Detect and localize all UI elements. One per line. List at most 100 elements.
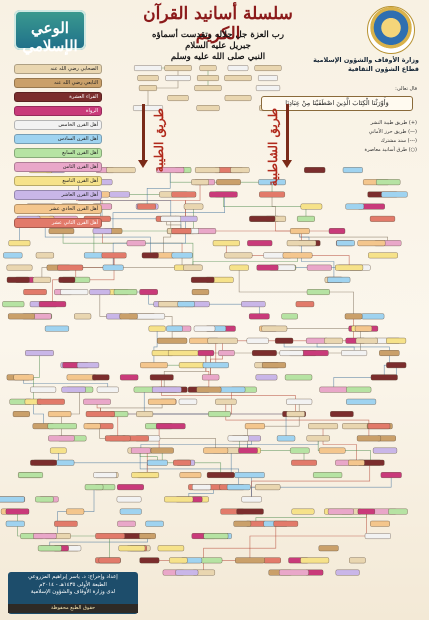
subtitle-line-1: رب العزة جل جلاله وتقدست أسماؤه — [152, 30, 284, 40]
isnad-node — [193, 325, 216, 332]
isnad-node — [290, 447, 310, 454]
note-4: (○) طرق أسانيد معاصرة — [364, 147, 417, 153]
isnad-node — [57, 264, 84, 271]
isnad-node — [206, 472, 235, 478]
isnad-node — [348, 459, 365, 466]
isnad-node — [13, 374, 34, 381]
isnad-node — [0, 496, 25, 503]
isnad-node — [261, 325, 288, 332]
isnad-node — [60, 289, 89, 295]
isnad-node — [25, 350, 54, 356]
isnad-node — [58, 276, 76, 283]
isnad-node — [297, 215, 315, 222]
isnad-node — [379, 350, 400, 356]
isnad-node — [388, 508, 408, 515]
credits-line-1: إعداد وإخراج: د. ياسر إبراهيم المزروعي — [28, 574, 118, 580]
isnad-node — [84, 252, 104, 259]
isnad-node — [102, 264, 124, 271]
isnad-node — [380, 472, 402, 478]
isnad-node — [209, 191, 238, 198]
isnad-node — [12, 411, 30, 417]
isnad-node — [137, 75, 159, 81]
isnad-node — [36, 398, 65, 405]
publication-logo-text: الوعي الإسلامي — [22, 19, 78, 55]
isnad-node — [241, 301, 266, 308]
note-1: (+) طريق طيبة النشر — [370, 120, 417, 126]
isnad-node — [38, 301, 67, 308]
isnad-node — [61, 386, 86, 393]
publication-logo: الوعي الإسلامي — [14, 10, 86, 55]
isnad-node — [202, 362, 229, 369]
isnad-node — [139, 533, 156, 539]
route-label-right: طريق الشاطبية — [266, 108, 280, 187]
isnad-node — [306, 264, 332, 271]
isnad-link — [299, 231, 310, 244]
isnad-node — [44, 325, 69, 332]
isnad-node — [168, 350, 199, 356]
isnad-node — [160, 215, 181, 222]
isnad-node — [227, 65, 249, 71]
isnad-node — [226, 484, 251, 491]
isnad-link — [146, 170, 171, 207]
isnad-node — [224, 75, 252, 81]
verse-box: وَأَوْرَثْنَا الْكِتَابَ الَّذِينَ اصْطَ… — [261, 96, 413, 111]
isnad-node — [308, 423, 338, 430]
isnad-node — [148, 398, 177, 405]
isnad-link — [112, 194, 225, 231]
isnad-node — [119, 313, 138, 320]
isnad-node — [178, 398, 198, 405]
isnad-node — [35, 496, 54, 503]
isnad-node — [295, 301, 315, 308]
isnad-link — [23, 377, 109, 390]
isnad-node — [328, 228, 346, 234]
isnad-node — [279, 350, 304, 356]
isnad-node — [319, 386, 349, 393]
isnad-node — [336, 240, 355, 247]
isnad-node — [199, 65, 217, 71]
isnad-node — [256, 264, 279, 271]
isnad-link — [140, 438, 252, 451]
isnad-node — [255, 374, 278, 381]
isnad-node — [290, 228, 310, 234]
isnad-link — [203, 523, 277, 573]
isnad-node — [355, 337, 378, 344]
arrow-down-icon — [138, 160, 148, 168]
isnad-node — [301, 350, 329, 356]
isnad-link — [225, 401, 370, 439]
isnad-node — [346, 398, 377, 405]
legend-item: التابعي رضي الله عنه — [14, 78, 102, 88]
isnad-node — [135, 313, 165, 320]
isnad-node — [249, 215, 276, 222]
isnad-node — [119, 508, 142, 515]
subtitle-line-3: النبي صلى الله عليه وسلم — [170, 52, 266, 62]
arrow-down-icon — [282, 160, 292, 168]
isnad-link — [101, 206, 182, 231]
credits-line-3: لدى وزارة الأوقاف والشؤون الإسلامية — [30, 589, 116, 595]
page-title: سلسلة أسانيد القرآن الكريم — [143, 4, 293, 44]
isnad-link — [239, 438, 305, 463]
isnad-link — [271, 194, 276, 219]
isnad-node — [140, 362, 168, 369]
isnad-node — [313, 472, 343, 478]
isnad-node — [137, 203, 156, 210]
isnad-node — [134, 65, 162, 71]
isnad-node — [197, 75, 219, 81]
isnad-node — [2, 301, 25, 308]
isnad-link — [238, 267, 354, 317]
isnad-node — [76, 362, 100, 369]
isnad-node — [117, 484, 144, 491]
isnad-node — [286, 411, 305, 417]
isnad-node — [139, 557, 160, 564]
isnad-node — [5, 520, 25, 527]
isnad-node — [376, 179, 401, 186]
isnad-link — [163, 218, 172, 256]
isnad-node — [164, 65, 192, 71]
isnad-node — [234, 472, 265, 478]
legend-item: الصحابي رضي الله عنه — [14, 64, 102, 74]
verse-intro: قال تعالى: — [395, 86, 417, 92]
isnad-node — [175, 569, 199, 576]
isnad-node — [101, 252, 127, 259]
isnad-node — [200, 557, 223, 564]
isnad-node — [369, 215, 396, 222]
credits-line-2: الطبعة الأولى ١٤٣٥هـ - ٢٠١٤م — [39, 581, 107, 588]
